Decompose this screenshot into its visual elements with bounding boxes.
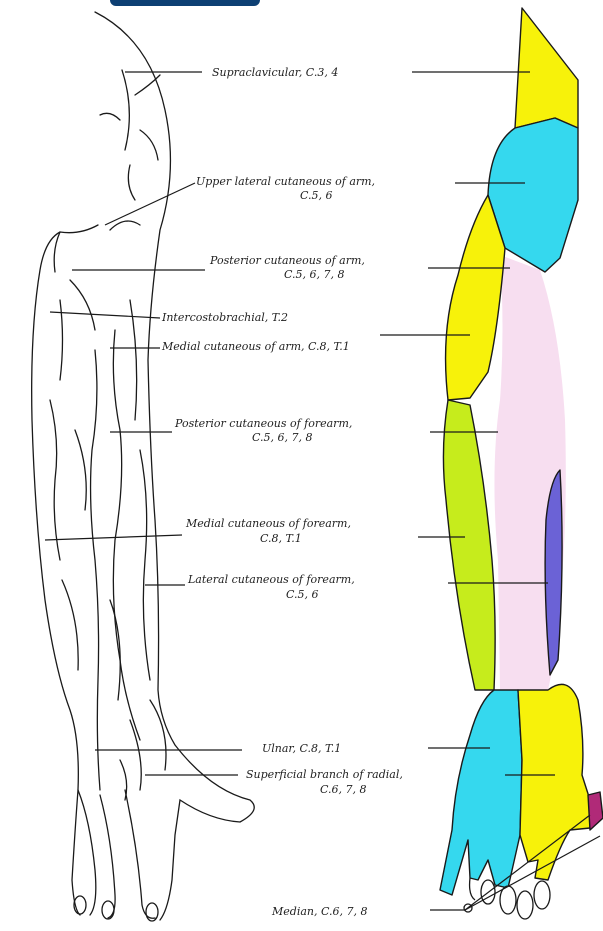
label-radial-line2: C.6, 7, 8 (320, 783, 367, 796)
label-radial-line1: Superficial branch of radial, (246, 768, 403, 781)
label-ulnar: Ulnar, C.8, T.1 (262, 742, 341, 755)
colored-hand-outline (470, 878, 550, 919)
label-lateral-forearm-line1: Lateral cutaneous of forearm, (188, 573, 355, 586)
label-posterior-arm-line2: C.5, 6, 7, 8 (284, 268, 345, 281)
label-medial-forearm-line2: C.8, T.1 (260, 532, 302, 545)
label-upper-lateral-line1: Upper lateral cutaneous of arm, (196, 175, 375, 188)
label-lateral-forearm-line2: C.5, 6 (286, 588, 319, 601)
zone-radial-hand (518, 684, 590, 880)
label-supraclavicular: Supraclavicular, C.3, 4 (212, 66, 338, 79)
zone-median (588, 792, 603, 830)
label-posterior-forearm-line1: Posterior cutaneous of forearm, (175, 417, 352, 430)
colored-arm (440, 8, 603, 895)
label-posterior-arm-line1: Posterior cutaneous of arm, (210, 254, 365, 267)
label-upper-lateral-line2: C.5, 6 (300, 189, 333, 202)
label-median: Median, C.6, 7, 8 (272, 905, 367, 918)
zone-supraclavicular (515, 8, 578, 128)
label-intercostobrachial: Intercostobrachial, T.2 (162, 311, 288, 324)
zone-posterior-arm (446, 195, 505, 400)
zone-ulnar-hand (440, 690, 522, 895)
label-posterior-forearm-line2: C.5, 6, 7, 8 (252, 431, 313, 444)
label-medial-forearm-line1: Medial cutaneous of forearm, (186, 517, 351, 530)
zone-posterior-forearm (443, 400, 495, 690)
label-medial-arm: Medial cutaneous of arm, C.8, T.1 (162, 340, 350, 353)
line-arm (32, 12, 255, 921)
